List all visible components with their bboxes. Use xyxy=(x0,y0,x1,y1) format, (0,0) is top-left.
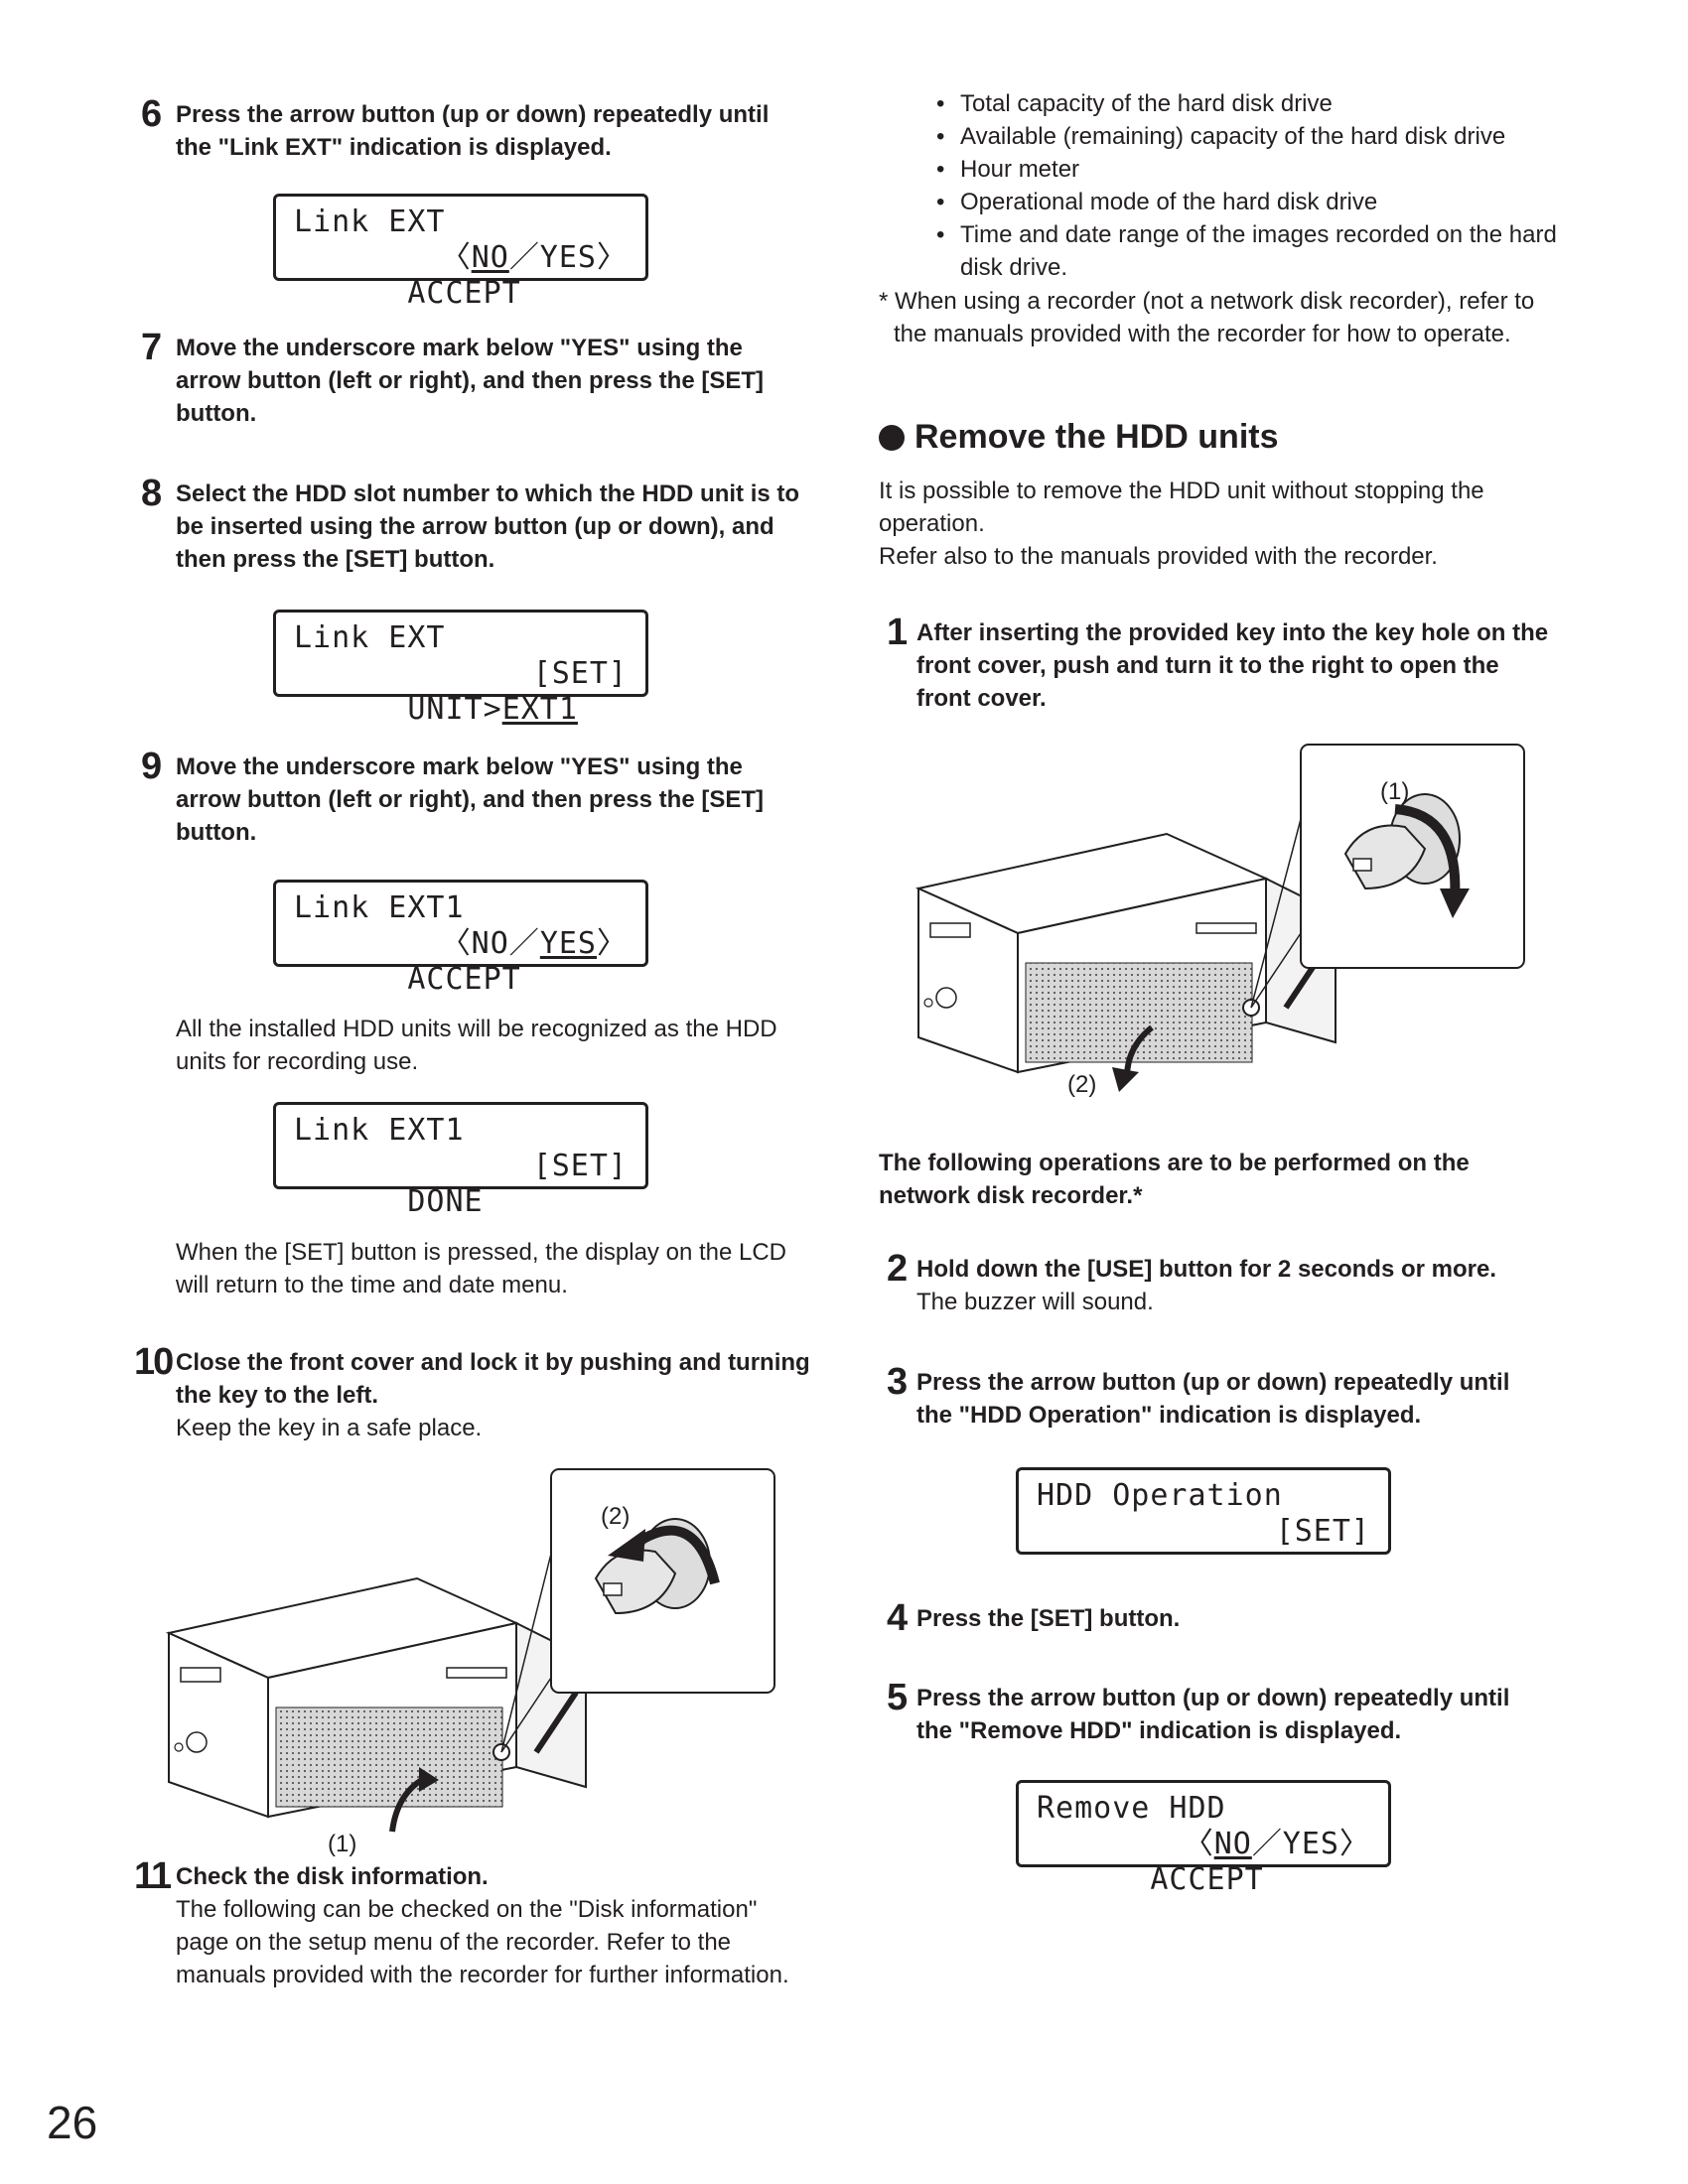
lcd-display-done: Link EXT1 DONE [SET] xyxy=(273,1102,648,1219)
recorder-close-cover-illustration: (2) (1) xyxy=(165,1468,775,1857)
step-number: 9 xyxy=(141,746,163,787)
lcd-set: [SET] xyxy=(532,656,628,691)
step-instruction: Close the front cover and lock it by pus… xyxy=(176,1349,810,1409)
lcd-line-1: Link EXT1 xyxy=(294,890,465,925)
disk-info-list: Total capacity of the hard disk drive Av… xyxy=(930,87,1566,284)
lcd-line-2: DONE [SET] xyxy=(294,1149,628,1292)
step-note: The buzzer will sound. xyxy=(916,1289,1154,1315)
lcd-line-1: HDD Operation xyxy=(1037,1478,1283,1513)
step-number: 2 xyxy=(887,1248,909,1290)
lcd-line-1: Remove HDD xyxy=(1037,1791,1226,1826)
figure-label: (2) xyxy=(601,1503,630,1530)
lcd-option: 〈NO／YES〉 xyxy=(441,926,628,962)
step-instruction: Check the disk information. xyxy=(176,1863,489,1890)
page-number: 26 xyxy=(47,2097,98,2148)
list-item: Time and date range of the images record… xyxy=(930,218,1566,284)
note-text: All the installed HDD units will be reco… xyxy=(176,1016,777,1075)
step-number: 8 xyxy=(141,473,163,514)
figure-label: (1) xyxy=(328,1831,356,1857)
lcd-text: ／YES〉 xyxy=(1251,1827,1370,1861)
lcd-line-1: Link EXT xyxy=(294,205,446,239)
lcd-text: ACCEPT xyxy=(407,962,521,997)
lcd-text: 〈NO／ xyxy=(440,926,540,961)
lcd-underscored: YES xyxy=(539,926,597,961)
lcd-set: [SET] xyxy=(1275,1514,1370,1549)
step-note: The following can be checked on the "Dis… xyxy=(176,1896,789,1988)
lcd-line-2: UNIT>EXT1 [SET] xyxy=(294,656,628,799)
lcd-text: ACCEPT xyxy=(1150,1862,1264,1897)
recorder-open-cover-illustration: (1) (2) xyxy=(914,744,1525,1098)
intro-text: Refer also to the manuals provided with … xyxy=(879,543,1438,570)
operations-note: The following operations are to be perfo… xyxy=(879,1150,1470,1209)
lcd-text: ／YES〉 xyxy=(508,240,628,275)
step-text: Press the arrow button (up or down) repe… xyxy=(916,1685,1510,1744)
step-instruction: Hold down the [USE] button for 2 seconds… xyxy=(916,1256,1497,1283)
lcd-display-hdd-operation: HDD Operation [SET] xyxy=(1016,1467,1391,1555)
lcd-option: 〈NO／YES〉 xyxy=(1184,1827,1370,1862)
lcd-display-unit-select: Link EXT UNIT>EXT1 [SET] xyxy=(273,610,648,727)
asterisk-note: * When using a recorder (not a network d… xyxy=(879,288,1535,347)
lcd-text: ACCEPT xyxy=(407,276,521,311)
lcd-text: DONE xyxy=(407,1184,484,1219)
step-number: 7 xyxy=(141,327,163,368)
step-text: Move the underscore mark below "YES" usi… xyxy=(176,753,764,846)
step-text: Press the arrow button (up or down) repe… xyxy=(176,101,770,161)
intro-text: It is possible to remove the HDD unit wi… xyxy=(879,478,1484,537)
lcd-underscored: NO xyxy=(471,240,509,275)
step-number: 4 xyxy=(887,1597,909,1639)
lcd-text: UNIT> xyxy=(407,692,502,727)
step-number: 10 xyxy=(134,1341,174,1383)
lcd-line-2: ACCEPT 〈NO／YES〉 xyxy=(294,926,628,1069)
step-text: Press the arrow button (up or down) repe… xyxy=(916,1369,1510,1429)
lcd-underscored: EXT1 xyxy=(501,692,578,727)
lcd-display-remove-hdd: Remove HDD ACCEPT 〈NO／YES〉 xyxy=(1016,1780,1391,1897)
figure-label: (1) xyxy=(1380,778,1409,805)
step-text: Hold down the [USE] button for 2 seconds… xyxy=(916,1253,1552,1318)
list-item: Hour meter xyxy=(930,153,1566,186)
step-note: Keep the key in a safe place. xyxy=(176,1415,483,1441)
step-text: Check the disk information. The followin… xyxy=(176,1860,811,1991)
lcd-display-link-ext: Link EXT ACCEPT 〈NO／YES〉 xyxy=(273,194,648,311)
lcd-text: 〈 xyxy=(440,240,472,275)
step-number: 5 xyxy=(887,1677,909,1718)
step-number: 11 xyxy=(134,1855,172,1897)
lcd-line-2: ACCEPT 〈NO／YES〉 xyxy=(1037,1827,1370,1970)
step-text: Close the front cover and lock it by pus… xyxy=(176,1346,811,1444)
lcd-text: 〈 xyxy=(1183,1827,1214,1861)
list-item: Total capacity of the hard disk drive xyxy=(930,87,1566,120)
section-heading: Remove the HDD units xyxy=(879,417,1279,457)
list-item: Operational mode of the hard disk drive xyxy=(930,186,1566,218)
step-text: After inserting the provided key into th… xyxy=(916,619,1549,712)
step-number: 3 xyxy=(887,1361,909,1403)
step-text: Press the [SET] button. xyxy=(916,1605,1181,1632)
lcd-line-2: ACCEPT 〈NO／YES〉 xyxy=(294,240,628,383)
lcd-line-2: [SET] xyxy=(1037,1514,1370,1621)
lcd-line-1: Link EXT xyxy=(294,620,446,655)
list-item: Available (remaining) capacity of the ha… xyxy=(930,120,1566,153)
lcd-text: 〉 xyxy=(597,926,628,961)
heading-bullet-icon xyxy=(879,425,905,451)
lcd-option: 〈NO／YES〉 xyxy=(441,240,628,276)
lcd-underscored: NO xyxy=(1213,1827,1252,1861)
lcd-display-link-ext1: Link EXT1 ACCEPT 〈NO／YES〉 xyxy=(273,880,648,997)
step-text: Move the underscore mark below "YES" usi… xyxy=(176,335,764,427)
step-number: 6 xyxy=(141,93,163,135)
lcd-set: [SET] xyxy=(532,1149,628,1183)
lcd-line-1: Link EXT1 xyxy=(294,1113,465,1148)
figure-label: (2) xyxy=(1067,1071,1096,1098)
step-number: 1 xyxy=(887,612,909,653)
step-text: Select the HDD slot number to which the … xyxy=(176,480,800,573)
heading-text: Remove the HDD units xyxy=(914,418,1279,456)
note-text: When the [SET] button is pressed, the di… xyxy=(176,1239,786,1298)
